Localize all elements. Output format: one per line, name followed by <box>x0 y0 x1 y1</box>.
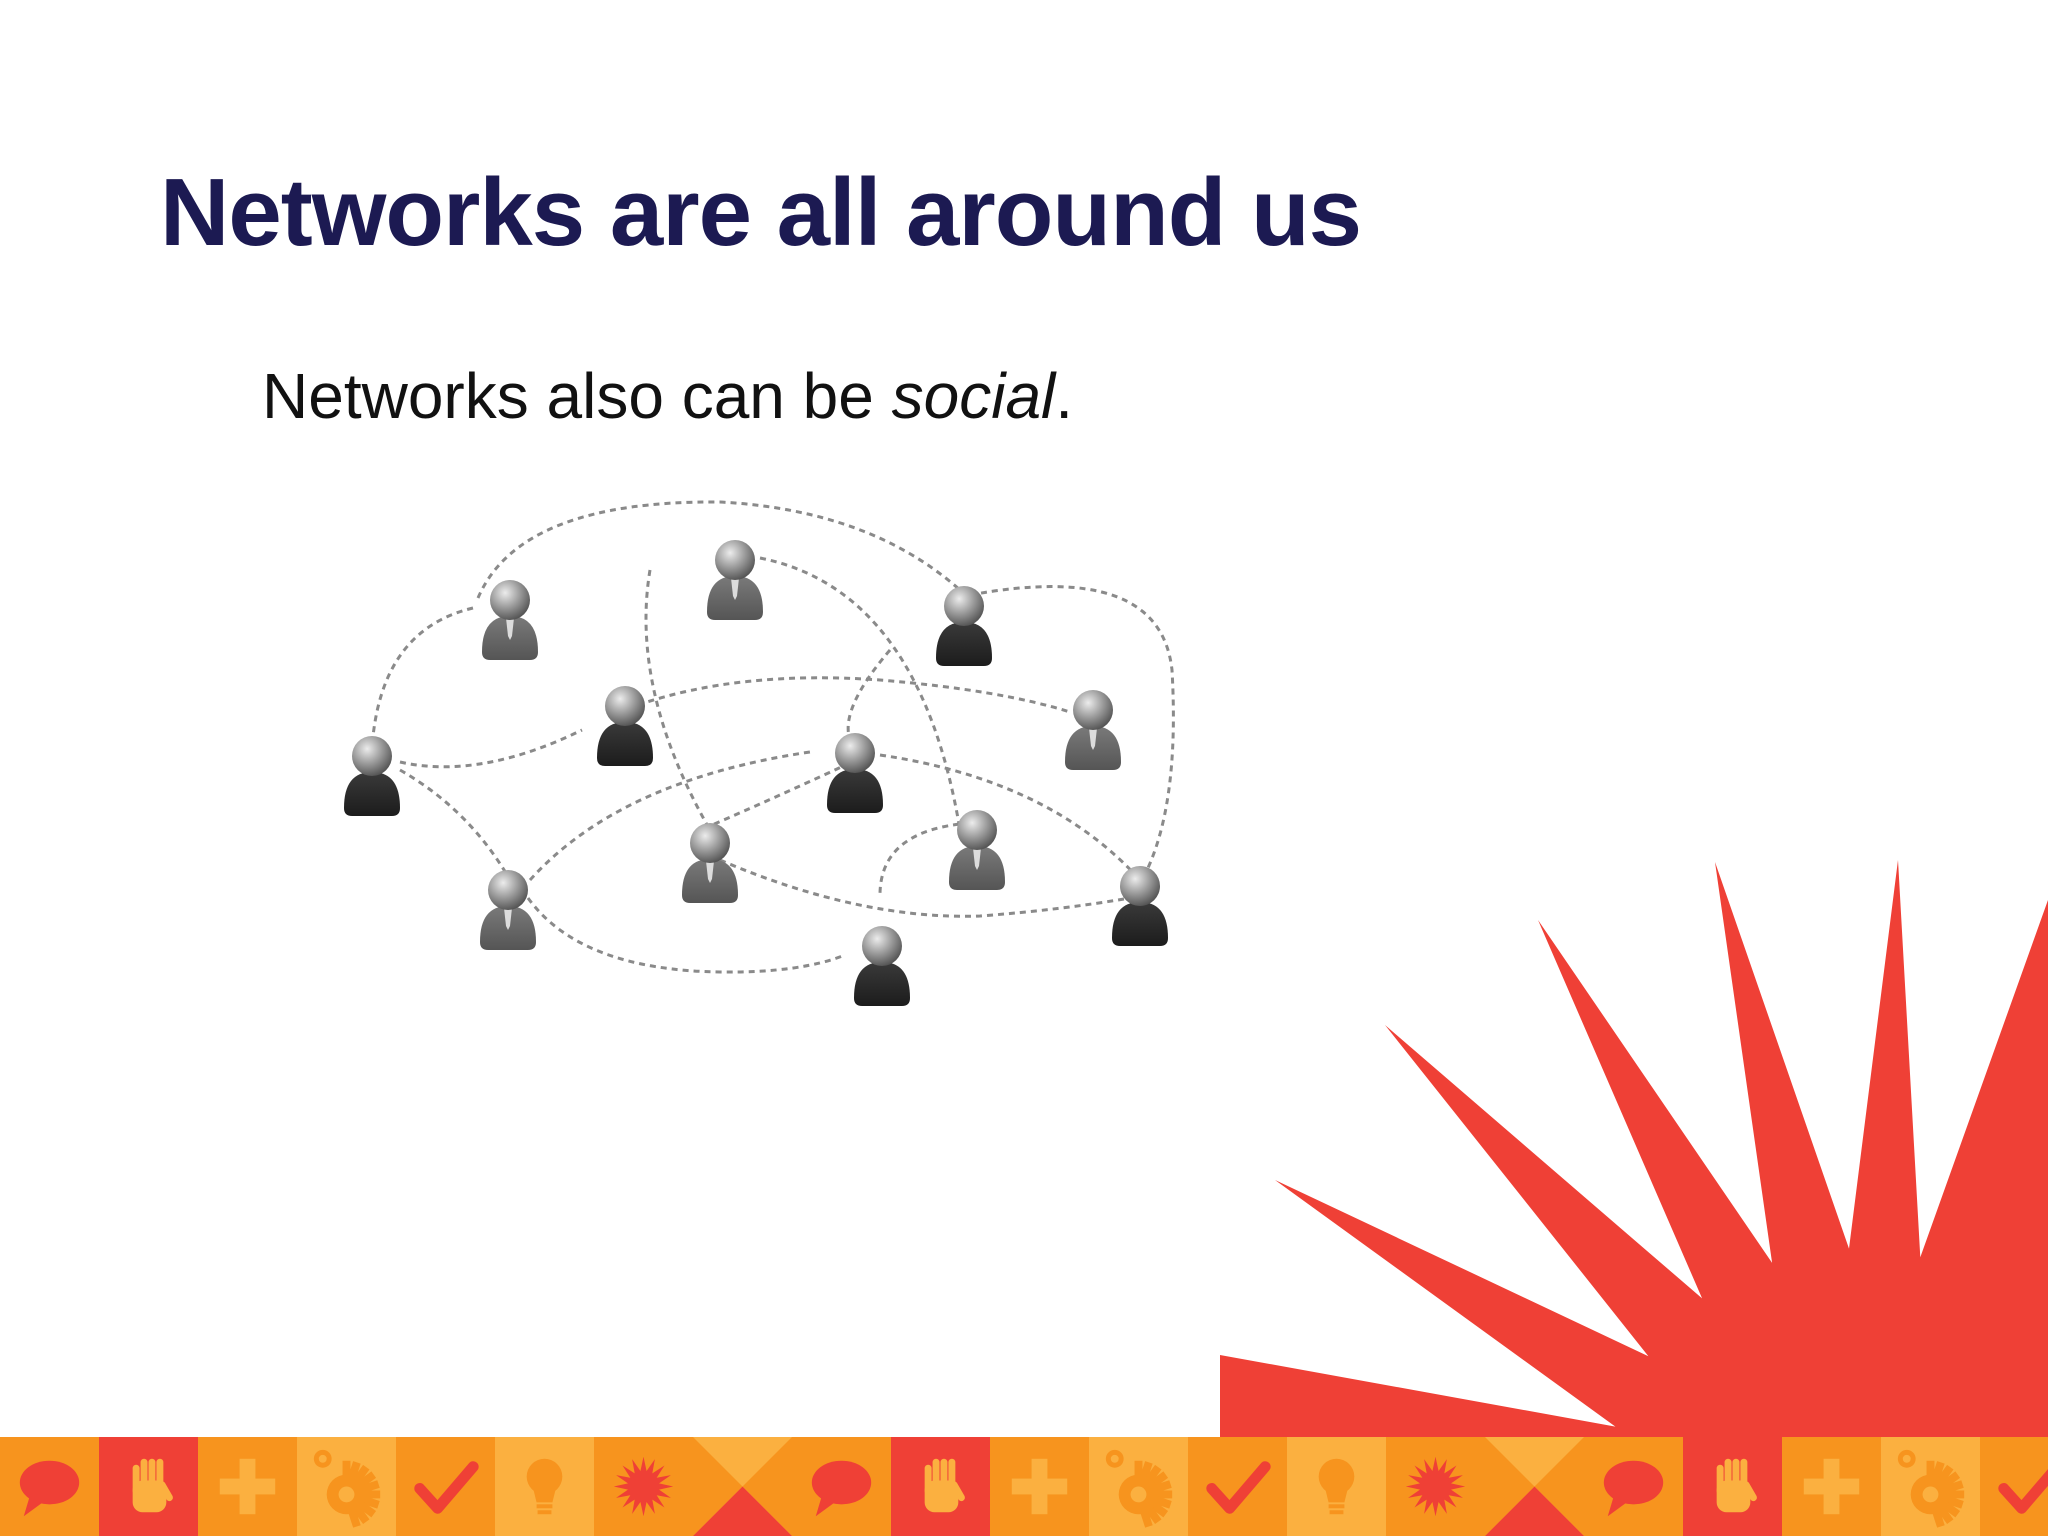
person-icon <box>682 823 738 903</box>
checkmark-icon <box>1998 1469 2048 1514</box>
body-text-prefix: Networks also can be <box>262 360 892 432</box>
footer-tile <box>990 1437 1089 1536</box>
speech-bubble-icon <box>1603 1460 1664 1517</box>
footer-tile <box>693 1437 792 1536</box>
footer-tile <box>594 1437 693 1536</box>
footer-tile <box>198 1437 297 1536</box>
network-link <box>370 606 474 749</box>
body-text-emphasis: social <box>891 360 1056 432</box>
network-link <box>526 897 846 974</box>
hand-icon <box>132 1458 173 1513</box>
footer-tile <box>1584 1437 1683 1536</box>
network-link <box>528 750 811 882</box>
network-links <box>370 500 1175 974</box>
checkmark-icon <box>414 1461 479 1514</box>
network-link <box>879 753 1142 882</box>
footer-tile <box>891 1437 990 1536</box>
burst-icon <box>1405 1456 1466 1517</box>
network-link <box>711 761 851 827</box>
person-icon <box>707 540 763 620</box>
footer-tile <box>495 1437 594 1536</box>
footer-tile <box>1782 1437 1881 1536</box>
network-link <box>637 676 1071 714</box>
speech-bubble-icon <box>811 1460 872 1517</box>
lightbulb-icon <box>1318 1458 1355 1515</box>
lightbulb-icon <box>526 1458 563 1515</box>
body-text-suffix: . <box>1055 360 1074 432</box>
hand-icon <box>1716 1458 1757 1513</box>
slide-body-text: Networks also can be social. <box>262 358 1073 435</box>
footer-tile <box>396 1437 495 1536</box>
footer-tile <box>1980 1437 2048 1536</box>
footer-tile <box>1386 1437 1485 1536</box>
burst-icon <box>613 1456 674 1517</box>
social-network-illustration <box>344 500 1175 1006</box>
speech-bubble-icon <box>19 1460 80 1517</box>
footer-tile <box>1287 1437 1386 1536</box>
person-icon <box>936 586 992 666</box>
gear-icon <box>1105 1449 1173 1528</box>
plus-icon <box>1011 1458 1068 1515</box>
person-icon <box>1112 866 1168 946</box>
footer-tile <box>1188 1437 1287 1536</box>
person-icon <box>1065 690 1121 770</box>
hourglass-icon <box>693 1437 792 1536</box>
network-link <box>969 585 1175 881</box>
plus-icon <box>1803 1458 1860 1515</box>
network-link <box>719 858 1131 918</box>
starburst-shape <box>1220 860 2048 1536</box>
network-link <box>476 500 961 599</box>
checkmark-icon <box>1206 1461 1271 1514</box>
person-icon <box>482 580 538 660</box>
person-icon <box>344 736 400 816</box>
slide-title: Networks are all around us <box>160 159 1362 266</box>
person-icon <box>597 686 653 766</box>
person-icon <box>854 926 910 1006</box>
footer-tile <box>1089 1437 1188 1536</box>
footer-tile <box>1881 1437 1980 1536</box>
network-link <box>644 569 712 831</box>
network-people <box>344 540 1168 1006</box>
footer-tile <box>792 1437 891 1536</box>
network-link <box>399 728 583 769</box>
footer-pattern <box>0 1437 2048 1536</box>
hand-icon <box>924 1458 965 1513</box>
network-link <box>399 768 512 881</box>
person-icon <box>827 733 883 813</box>
footer-tile <box>99 1437 198 1536</box>
gear-icon <box>313 1449 381 1528</box>
network-link <box>878 821 971 896</box>
network-link <box>846 649 892 751</box>
gear-icon <box>1897 1449 1965 1528</box>
person-icon <box>480 870 536 950</box>
footer-tile <box>0 1437 99 1536</box>
footer-tile <box>1485 1437 1584 1536</box>
hourglass-icon <box>1485 1437 1584 1536</box>
person-icon <box>949 810 1005 890</box>
plus-icon <box>219 1458 276 1515</box>
footer-tile <box>297 1437 396 1536</box>
footer-tile <box>1683 1437 1782 1536</box>
